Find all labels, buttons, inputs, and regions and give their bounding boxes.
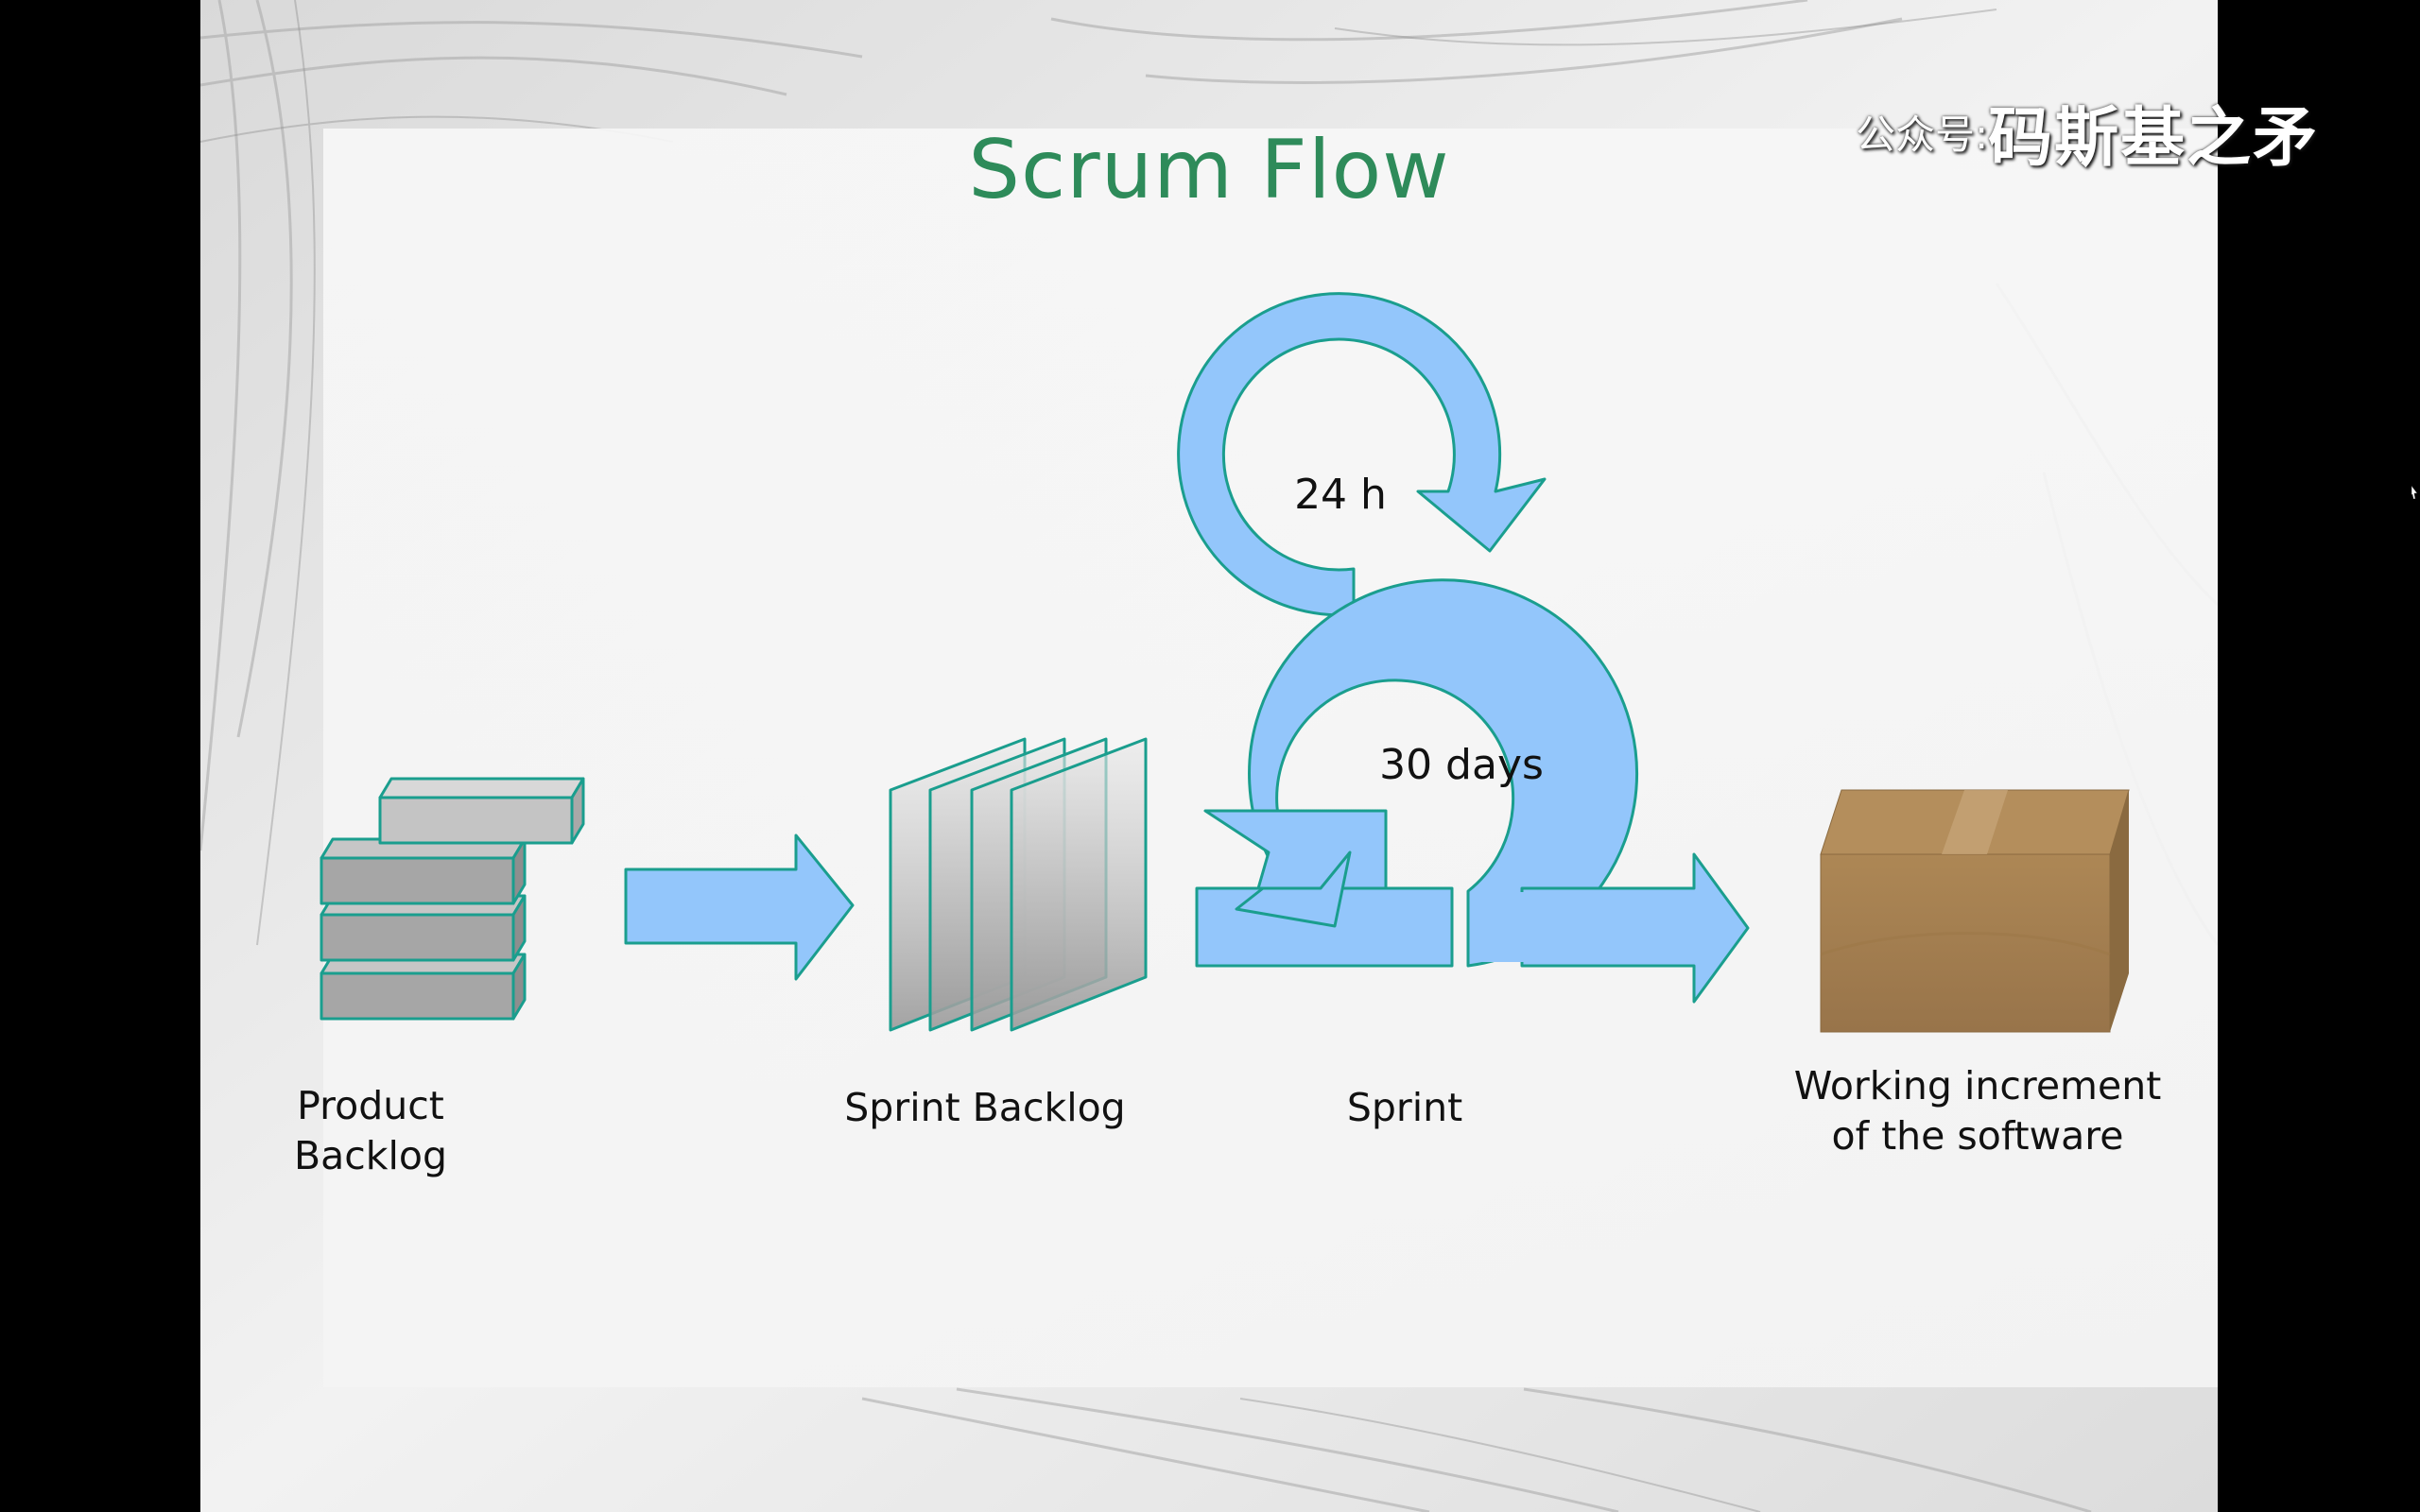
product-backlog-icon <box>320 777 585 1021</box>
sprint-backlog-label: Sprint Backlog <box>844 1085 1126 1130</box>
sprint-label: Sprint <box>1346 1085 1463 1130</box>
sprint-exit-arrow <box>1520 852 1750 1004</box>
flow-arrow <box>624 833 855 981</box>
sprint-cycle-icon <box>1177 292 1750 1004</box>
product-backlog-label: Product Backlog <box>293 1083 448 1178</box>
increment-label-line1: Working increment <box>1793 1063 2162 1108</box>
watermark-name: 码斯基之矛 <box>1988 100 2320 176</box>
sprint-cycle-label: 30 days <box>1379 741 1544 789</box>
background-feather-texture <box>200 0 2218 1512</box>
slide: Scrum Flow <box>200 0 2218 1512</box>
backlog-block <box>378 777 585 845</box>
page-title: Scrum Flow <box>968 123 1450 217</box>
sprint-backlog-icon <box>889 737 1148 1032</box>
daily-cycle-label: 24 h <box>1294 471 1387 519</box>
increment-label-line2: of the software <box>1831 1113 2124 1159</box>
increment-label: Working increment of the software <box>1751 1061 2204 1161</box>
backlog-block <box>320 894 527 962</box>
backlog-page <box>1010 737 1148 1032</box>
scrum-flow-diagram: 24 h 30 days <box>320 292 2130 1033</box>
daily-cycle-arrow <box>1177 292 1547 617</box>
backlog-block <box>320 953 527 1021</box>
sprint-cycle-arrow <box>1248 578 1639 968</box>
increment-box-icon <box>1820 789 2130 1033</box>
watermark: 公众号: 码斯基之矛 <box>1856 91 2319 176</box>
backlog-block <box>320 837 527 905</box>
mouse-cursor-icon <box>2411 486 2417 499</box>
watermark-prefix: 公众号: <box>1856 111 1989 158</box>
